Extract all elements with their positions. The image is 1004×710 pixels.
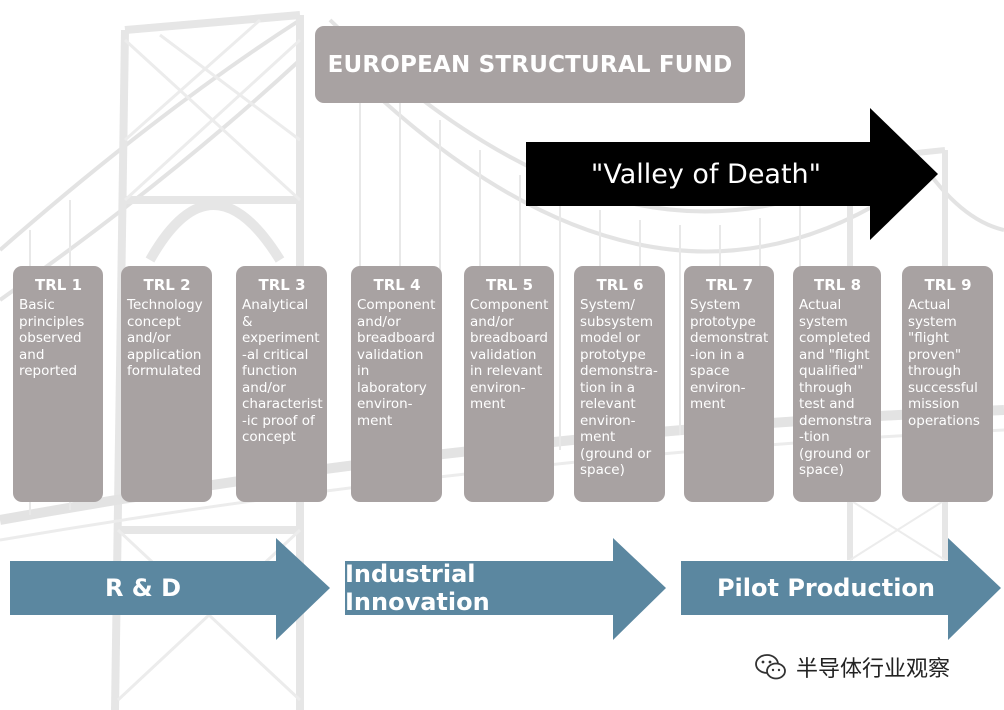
trl-title: TRL 5 [486, 276, 533, 294]
industrial-innovation-label: Industrial Innovation [345, 560, 490, 616]
trl-8-box: TRL 8 Actual system completed and "fligh… [793, 266, 881, 502]
trl-description: Actual system completed and "flight qual… [799, 297, 872, 478]
trl-description: Technology concept and/or application fo… [127, 297, 203, 379]
rd-arrow [10, 538, 330, 640]
trl-description: Component and/or breadboard validation i… [357, 297, 436, 429]
rd-label: R & D [104, 574, 182, 602]
trl-title: TRL 6 [596, 276, 644, 294]
trl-title: TRL 7 [706, 276, 753, 294]
trl-title: TRL 3 [258, 276, 306, 294]
trl-3-box: TRL 3 Analytical & experiment -al critic… [236, 266, 327, 502]
trl-description: System/ subsystem model or prototype dem… [580, 297, 658, 478]
pilot-production-arrow [681, 538, 1001, 640]
trl-description: Basic principles observed and reported [19, 297, 85, 379]
industrial-innovation-arrow [345, 538, 666, 640]
trl-description: Analytical & experiment -al critical fun… [242, 297, 323, 445]
trl-title: TRL 8 [814, 276, 861, 294]
trl-5-box: TRL 5 Component and/or breadboard valida… [464, 266, 554, 502]
fund-label: EUROPEAN STRUCTURAL FUND [327, 51, 733, 78]
wechat-icon [755, 654, 786, 680]
trl-2-box: TRL 2 Technology concept and/or applicat… [121, 266, 212, 502]
trl-description: System prototype demonstrat -ion in a sp… [690, 297, 769, 412]
trl-description: Component and/or breadboard validation i… [470, 297, 549, 412]
pilot-production-label: Pilot Production [716, 574, 936, 602]
trl-title: TRL 4 [373, 276, 421, 294]
trl-7-box: TRL 7 System prototype demonstrat -ion i… [684, 266, 774, 502]
trl-4-box: TRL 4 Component and/or breadboard valida… [351, 266, 442, 502]
european-structural-fund-box: EUROPEAN STRUCTURAL FUND [315, 26, 745, 103]
watermark: 半导体行业观察 [754, 647, 950, 687]
trl-1-box: TRL 1 Basic principles observed and repo… [13, 266, 103, 502]
trl-title: TRL 9 [924, 276, 972, 294]
trl-description: Actual system "flight proven" through su… [908, 297, 980, 429]
trl-title: TRL 1 [35, 276, 82, 294]
valley-of-death-label: "Valley of Death" [590, 158, 822, 190]
watermark-text: 半导体行业观察 [796, 657, 951, 682]
trl-9-box: TRL 9 Actual system "flight proven" thro… [902, 266, 993, 502]
trl-title: TRL 2 [143, 276, 191, 294]
trl-6-box: TRL 6 System/ subsystem model or prototy… [574, 266, 665, 502]
